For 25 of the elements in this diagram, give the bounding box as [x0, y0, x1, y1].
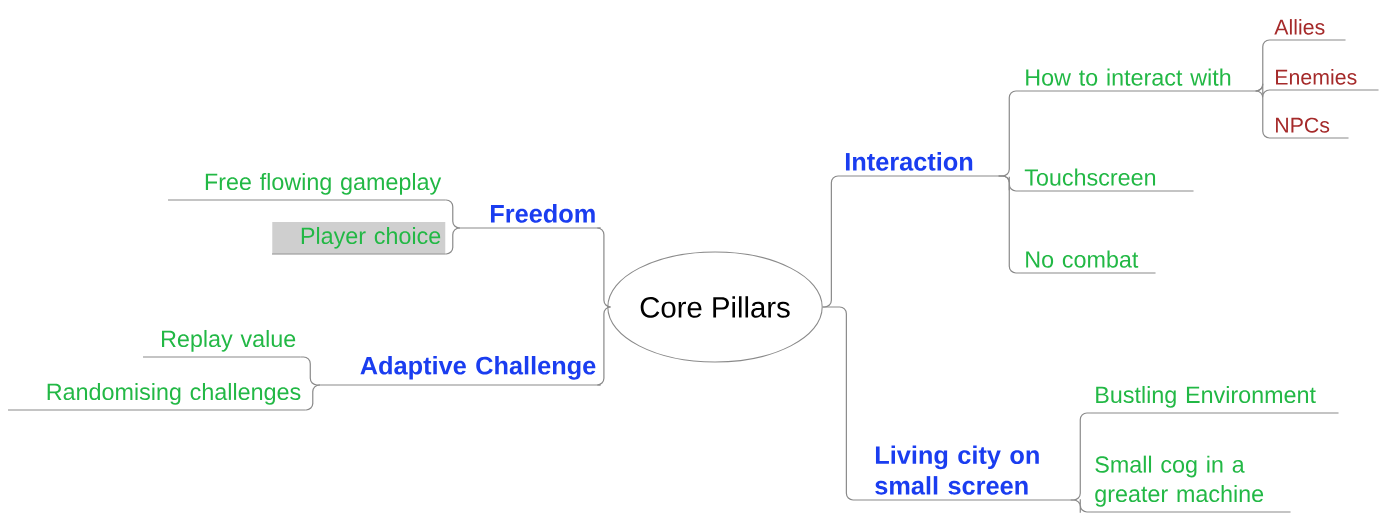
branch-line: [299, 356, 321, 386]
branch-label: Touchscreen: [1019, 168, 1195, 192]
branch-line: [1254, 90, 1271, 139]
branch-label: Enemies: [1269, 69, 1380, 91]
branch-line: [822, 306, 871, 501]
branch-label: How to interact with: [1019, 68, 1257, 92]
branch-line: [1254, 83, 1271, 98]
branch-label: Randomising challenges: [7, 382, 307, 411]
branch-line: [596, 306, 612, 386]
branch-line: [1069, 498, 1091, 514]
branch-label: Adaptive Challenge: [319, 356, 602, 386]
highlighted-branch-label: Player choice: [271, 222, 447, 255]
branch-label: Bustling Environment: [1089, 385, 1340, 414]
branch-label: Interaction: [839, 152, 1000, 177]
branch-line: [444, 227, 461, 255]
branch-label: Living city on small screen: [869, 445, 1072, 501]
branch-label: NPCs: [1269, 117, 1350, 139]
branch-label: Freedom: [459, 204, 602, 229]
branch-label: No combat: [1019, 250, 1157, 274]
branch-line: [444, 199, 461, 229]
branch-label: Allies: [1269, 19, 1347, 41]
branch-line: [304, 384, 321, 411]
branch-label: Small cog in a greater machine: [1089, 455, 1292, 513]
branch-label: Free flowing gameplay: [167, 172, 447, 201]
branch-label: Replay value: [142, 329, 302, 358]
